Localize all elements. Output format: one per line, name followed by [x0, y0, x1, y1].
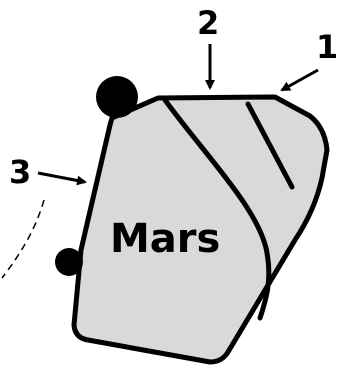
- callout-3-arrow: [38, 173, 85, 182]
- moon-small: [55, 248, 83, 276]
- callout-1: 1: [282, 28, 338, 90]
- callout-2: 2: [197, 4, 219, 88]
- moon-large: [96, 76, 138, 118]
- callout-3: 3: [9, 153, 85, 191]
- dashed-trajectory: [2, 200, 44, 278]
- callout-2-label: 2: [197, 4, 219, 42]
- callout-1-arrow: [282, 70, 318, 90]
- callout-1-label: 1: [316, 28, 338, 66]
- mars-label: Mars: [110, 216, 220, 262]
- callout-3-label: 3: [9, 153, 31, 191]
